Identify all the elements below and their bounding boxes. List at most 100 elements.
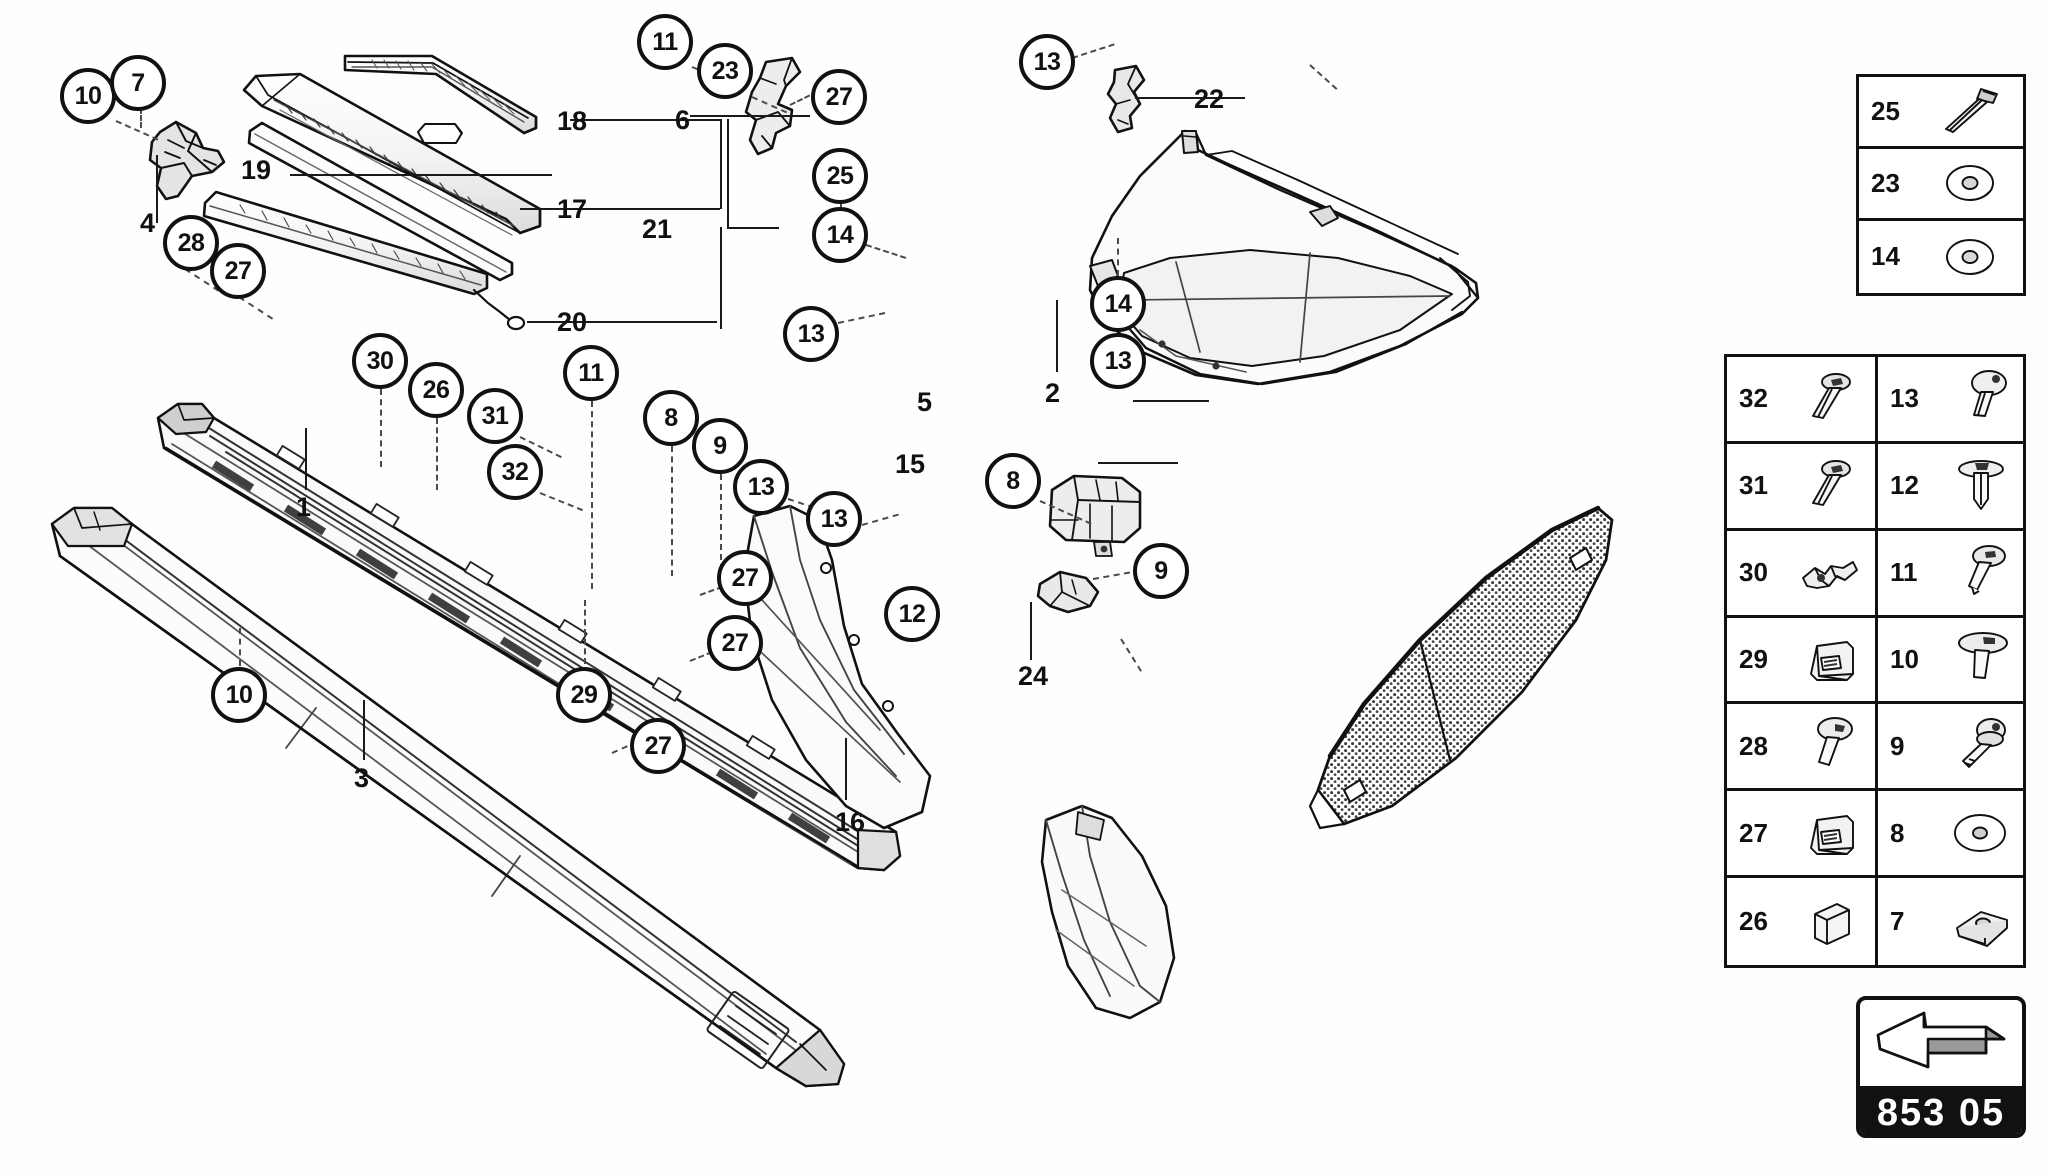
legend-item-27[interactable]: 27 bbox=[1727, 791, 1875, 875]
legend-top-table: 25 23 14 bbox=[1856, 74, 2026, 296]
dash-10a bbox=[115, 120, 159, 141]
long-bolt-icon bbox=[1917, 77, 2023, 146]
legend-number: 25 bbox=[1871, 95, 1900, 126]
callout-bubble-14[interactable]: 14 bbox=[1090, 276, 1146, 332]
leader-3 bbox=[363, 700, 365, 760]
callout-bubble-27[interactable]: 27 bbox=[630, 718, 686, 774]
legend-item-30[interactable]: 30 bbox=[1727, 531, 1875, 615]
callout-bubble-9[interactable]: 9 bbox=[1133, 543, 1189, 599]
callout-bubble-11[interactable]: 11 bbox=[563, 345, 619, 401]
legend-item-9[interactable]: 9 bbox=[1875, 704, 2023, 789]
legend-item-25[interactable]: 25 bbox=[1859, 77, 2023, 146]
callout-bubble-27[interactable]: 27 bbox=[811, 69, 867, 125]
part-label-19: 19 bbox=[241, 155, 272, 185]
plastic-rivet-icon bbox=[1936, 531, 2023, 615]
legend-number: 13 bbox=[1890, 383, 1919, 414]
leader-15 bbox=[1098, 462, 1178, 464]
leader-22 bbox=[1135, 97, 1245, 99]
legend-item-12[interactable]: 12 bbox=[1875, 443, 2023, 528]
legend-grid-row: 27 8 bbox=[1727, 791, 2023, 879]
legend-number: 23 bbox=[1871, 167, 1900, 198]
dash-14b bbox=[1117, 238, 1119, 276]
callout-bubble-27[interactable]: 27 bbox=[707, 615, 763, 671]
hex-head-screw-icon bbox=[1785, 357, 1875, 441]
callout-bubble-7[interactable]: 7 bbox=[110, 55, 166, 111]
legend-item-7[interactable]: 7 bbox=[1875, 878, 2023, 965]
dash-7 bbox=[140, 108, 142, 128]
legend-item-14[interactable]: 14 bbox=[1859, 221, 2023, 293]
dash-13a bbox=[837, 312, 886, 324]
callout-bubble-9[interactable]: 9 bbox=[692, 418, 748, 474]
part-label-15: 15 bbox=[895, 449, 926, 479]
legend-grid-row: 32 13 bbox=[1727, 357, 2023, 444]
legend-item-32[interactable]: 32 bbox=[1727, 357, 1875, 441]
legend-item-29[interactable]: 29 bbox=[1727, 618, 1875, 702]
part-label-21: 21 bbox=[642, 214, 673, 244]
bracket-21-vert bbox=[720, 119, 722, 209]
part-label-1: 1 bbox=[296, 492, 312, 522]
legend-number: 14 bbox=[1871, 241, 1900, 272]
part-label-17: 17 bbox=[557, 194, 588, 224]
callout-bubble-11[interactable]: 11 bbox=[637, 14, 693, 70]
legend-number: 9 bbox=[1890, 730, 1905, 761]
legend-grid-row: 30 11 bbox=[1727, 530, 2023, 618]
callout-bubble-25[interactable]: 25 bbox=[812, 148, 868, 204]
part-label-3: 3 bbox=[354, 763, 370, 793]
callout-bubble-27[interactable]: 27 bbox=[717, 550, 773, 606]
leader-2 bbox=[1056, 300, 1058, 372]
callout-bubble-10[interactable]: 10 bbox=[211, 667, 267, 723]
part-label-4: 4 bbox=[140, 208, 156, 238]
panel-clip-icon bbox=[1785, 618, 1875, 702]
callout-bubble-13[interactable]: 13 bbox=[1090, 333, 1146, 389]
legend-grid-row: 31 12 bbox=[1727, 443, 2023, 531]
leader-17 bbox=[520, 208, 720, 210]
legend-item-13[interactable]: 13 bbox=[1875, 357, 2023, 441]
legend-top-row: 25 bbox=[1859, 77, 2023, 149]
dash-9a bbox=[720, 474, 722, 570]
callout-bubble-27[interactable]: 27 bbox=[210, 243, 266, 299]
callout-bubble-13[interactable]: 13 bbox=[1019, 34, 1075, 90]
dash-8b bbox=[1039, 500, 1092, 525]
legend-number: 12 bbox=[1890, 470, 1919, 501]
callout-bubble-31[interactable]: 31 bbox=[467, 388, 523, 444]
legend-item-26[interactable]: 26 bbox=[1727, 878, 1875, 965]
callout-bubble-13[interactable]: 13 bbox=[783, 306, 839, 362]
callout-bubble-8[interactable]: 8 bbox=[643, 390, 699, 446]
legend-number: 10 bbox=[1890, 643, 1919, 674]
callout-bubble-29[interactable]: 29 bbox=[556, 667, 612, 723]
part-label-2: 2 bbox=[1045, 378, 1061, 408]
legend-number: 30 bbox=[1739, 557, 1768, 588]
legend-item-11[interactable]: 11 bbox=[1875, 530, 2023, 615]
legend-item-31[interactable]: 31 bbox=[1727, 444, 1875, 528]
dash-30 bbox=[380, 389, 382, 467]
legend-item-10[interactable]: 10 bbox=[1875, 617, 2023, 702]
legend-item-28[interactable]: 28 bbox=[1727, 704, 1875, 788]
dome-head-rivet-icon bbox=[1785, 704, 1875, 788]
callout-bubble-10[interactable]: 10 bbox=[60, 68, 116, 124]
callout-bubble-8[interactable]: 8 bbox=[985, 453, 1041, 509]
round-head-bolt-icon bbox=[1936, 357, 2023, 441]
callout-bubble-14[interactable]: 14 bbox=[812, 207, 868, 263]
callout-bubble-13[interactable]: 13 bbox=[806, 491, 862, 547]
dash-13c-tail bbox=[1309, 64, 1338, 90]
dash-10b bbox=[239, 628, 241, 666]
dash-23 bbox=[751, 96, 788, 114]
flat-washer-icon bbox=[1917, 149, 2023, 218]
callout-bubble-12[interactable]: 12 bbox=[884, 586, 940, 642]
part-label-16: 16 bbox=[835, 807, 866, 837]
callout-bubble-30[interactable]: 30 bbox=[352, 333, 408, 389]
push-rivet-icon bbox=[1936, 444, 2023, 528]
legend-item-23[interactable]: 23 bbox=[1859, 149, 2023, 218]
callout-bubble-32[interactable]: 32 bbox=[487, 444, 543, 500]
leader-16 bbox=[845, 738, 847, 800]
part-label-18: 18 bbox=[557, 106, 588, 136]
callout-bubble-26[interactable]: 26 bbox=[408, 362, 464, 418]
legend-number: 31 bbox=[1739, 470, 1768, 501]
callout-bubble-13[interactable]: 13 bbox=[733, 459, 789, 515]
legend-item-8[interactable]: 8 bbox=[1875, 791, 2023, 876]
leader-18 bbox=[570, 119, 720, 121]
callout-bubble-23[interactable]: 23 bbox=[697, 43, 753, 99]
legend-number: 8 bbox=[1890, 817, 1905, 848]
plate-nut-icon bbox=[1936, 878, 2023, 965]
